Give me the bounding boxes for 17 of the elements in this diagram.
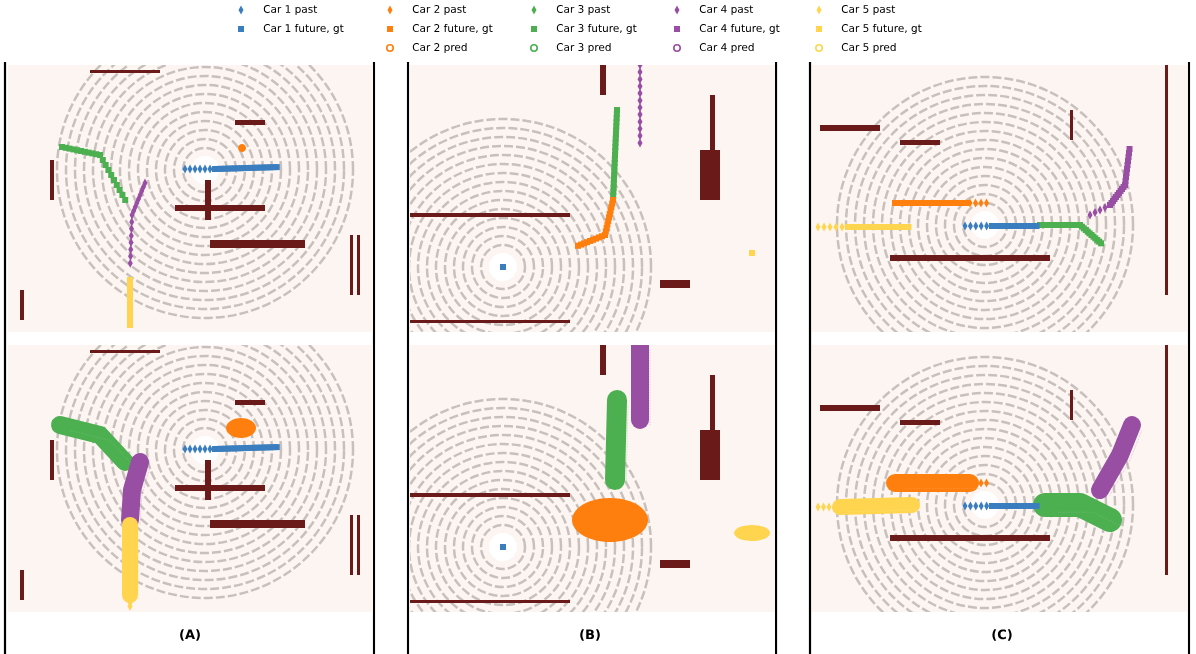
legend-text: Car 4 pred [699,42,754,54]
legend-text: Car 1 future, gt [263,23,344,35]
legend-text: Car 3 future, gt [556,23,637,35]
legend-text: Car 3 past [556,5,611,15]
legend-text: Car 4 future, gt [699,23,780,35]
panel-label: (C) [992,629,1012,641]
legend-text: Car 2 future, gt [412,23,493,35]
legend-text: Car 2 past [412,5,467,15]
legend-text: Car 5 pred [841,42,896,54]
legend-text: Car 4 past [699,5,754,15]
legend-text: Car 2 pred [412,42,467,54]
legend-text: Car 3 pred [556,42,611,54]
panel-label: (B) [580,629,600,641]
legend-text: Car 5 future, gt [841,23,922,35]
panel-label: (A) [180,629,200,641]
legend-text: Car 5 past [841,5,896,15]
legend-text: Car 1 past [263,5,318,15]
